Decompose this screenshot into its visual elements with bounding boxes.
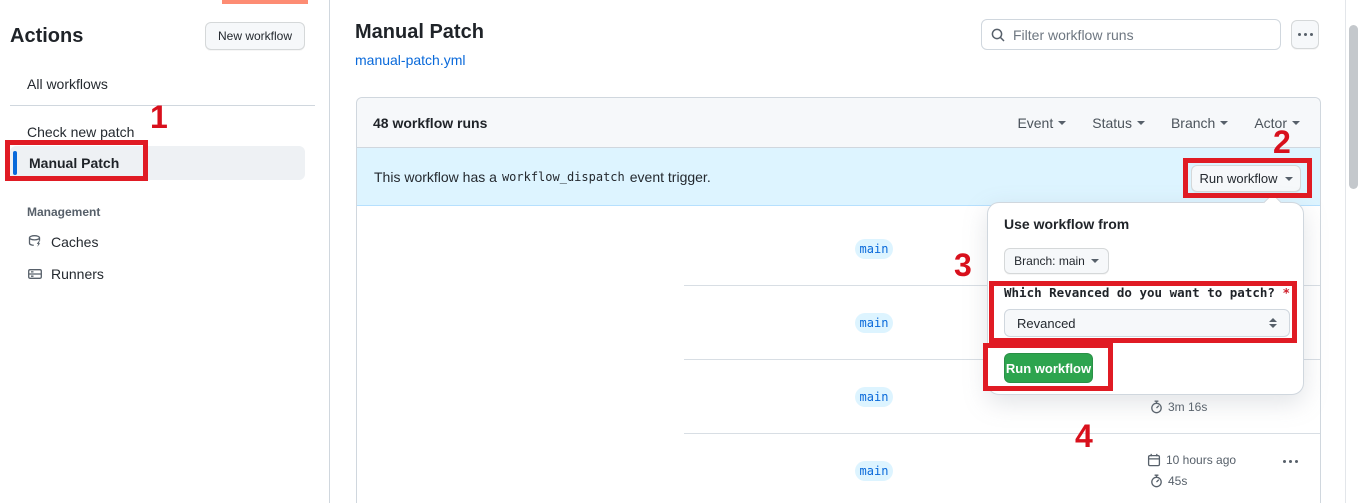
search-icon [990,27,1006,43]
page-title: Manual Patch [355,21,484,43]
workflow-runs-count: 48 workflow runs [373,114,488,131]
runners-icon [27,266,43,282]
branch-badge[interactable]: main [855,387,893,407]
run-workflow-dropdown-button[interactable]: Run workflow [1191,165,1301,192]
annotation-number-3: 3 [954,247,972,283]
workflow-file-link[interactable]: manual-patch.yml [355,52,466,68]
filter-workflow-runs-field[interactable] [981,19,1281,50]
caret-down-icon [1058,120,1067,125]
annotation-number-1: 1 [150,99,168,135]
runs-filter-bar: Event Status Branch Actor [1017,115,1304,131]
scrollbar-thumb[interactable] [1349,25,1358,189]
dialog-heading: Use workflow from [1004,216,1130,232]
branch-filter-dropdown[interactable]: Branch [1171,115,1229,131]
stopwatch-icon [1150,474,1163,488]
run-duration: 45s [1150,474,1187,488]
run-workflow-dialog: Use workflow from Branch: main Which Rev… [987,202,1304,395]
run-workflow-submit-button[interactable]: Run workflow [1004,353,1093,383]
branch-selector-button[interactable]: Branch: main [1004,248,1109,274]
run-row-separator [684,433,1320,434]
revanced-select-value: Revanced [1017,315,1076,331]
caret-down-icon [1090,259,1099,263]
actions-sidebar: Actions New workflow All workflows Check… [0,0,330,503]
management-section-label: Management [27,205,101,219]
select-arrows-icon [1269,318,1277,328]
calendar-icon [1147,453,1161,467]
runs-panel-header: 48 workflow runs Event Status Branch Act… [357,98,1320,148]
new-workflow-button[interactable]: New workflow [205,22,305,50]
revanced-select[interactable]: Revanced [1004,309,1290,337]
branch-badge[interactable]: main [855,239,893,259]
run-age: 10 hours ago [1147,453,1236,467]
branch-badge[interactable]: main [855,461,893,481]
selected-nav-tab-accent [222,0,308,4]
sidebar-title: Actions [10,25,84,47]
banner-code-text: workflow_dispatch [501,169,625,184]
workflow-dispatch-banner: This workflow has a workflow_dispatch ev… [357,148,1320,206]
cache-database-icon [27,234,43,250]
sidebar-item-manual-patch[interactable] [10,146,305,180]
vertical-scrollbar[interactable] [1345,0,1361,503]
run-workflow-dropdown-label: Run workflow [1199,171,1278,186]
stopwatch-icon [1150,400,1163,414]
caret-down-icon [1292,120,1300,125]
caret-down-icon [1284,176,1293,181]
event-filter-dropdown[interactable]: Event [1017,115,1067,131]
banner-text-suffix: event trigger. [629,168,711,185]
required-asterisk: * [1282,285,1290,300]
kebab-horizontal-icon [1283,460,1298,463]
sidebar-item-runners[interactable]: Runners [27,266,104,282]
workflow-more-options-button[interactable] [1291,20,1319,49]
sidebar-item-check-new-patch[interactable]: Check new patch [27,124,135,140]
sidebar-item-manual-patch-label[interactable]: Manual Patch [29,155,120,171]
workflow-input-label: Which Revanced do you want to patch? * [1004,285,1290,300]
sidebar-item-runners-label: Runners [51,266,104,282]
branch-selector-label: Branch: main [1014,254,1085,268]
sidebar-item-all-workflows[interactable]: All workflows [27,76,108,92]
caret-down-icon [1220,120,1229,125]
annotation-number-4: 4 [1075,418,1093,454]
sidebar-item-caches-label: Caches [51,234,99,250]
caret-down-icon [1136,120,1145,125]
actor-filter-dropdown[interactable]: Actor [1254,115,1300,131]
workflow-runs-panel: 48 workflow runs Event Status Branch Act… [356,97,1321,503]
sidebar-item-caches[interactable]: Caches [27,234,98,250]
run-row-options-button[interactable] [1279,456,1302,467]
filter-workflow-runs-input[interactable] [1013,26,1272,43]
branch-badge[interactable]: main [855,313,893,333]
banner-text-prefix: This workflow has a [374,168,497,185]
run-duration: 3m 16s [1150,400,1207,414]
status-filter-dropdown[interactable]: Status [1092,115,1145,131]
sidebar-divider [10,105,315,106]
kebab-horizontal-icon [1297,33,1313,36]
annotation-number-2: 2 [1273,124,1291,160]
selected-item-accent-bar [13,151,17,175]
